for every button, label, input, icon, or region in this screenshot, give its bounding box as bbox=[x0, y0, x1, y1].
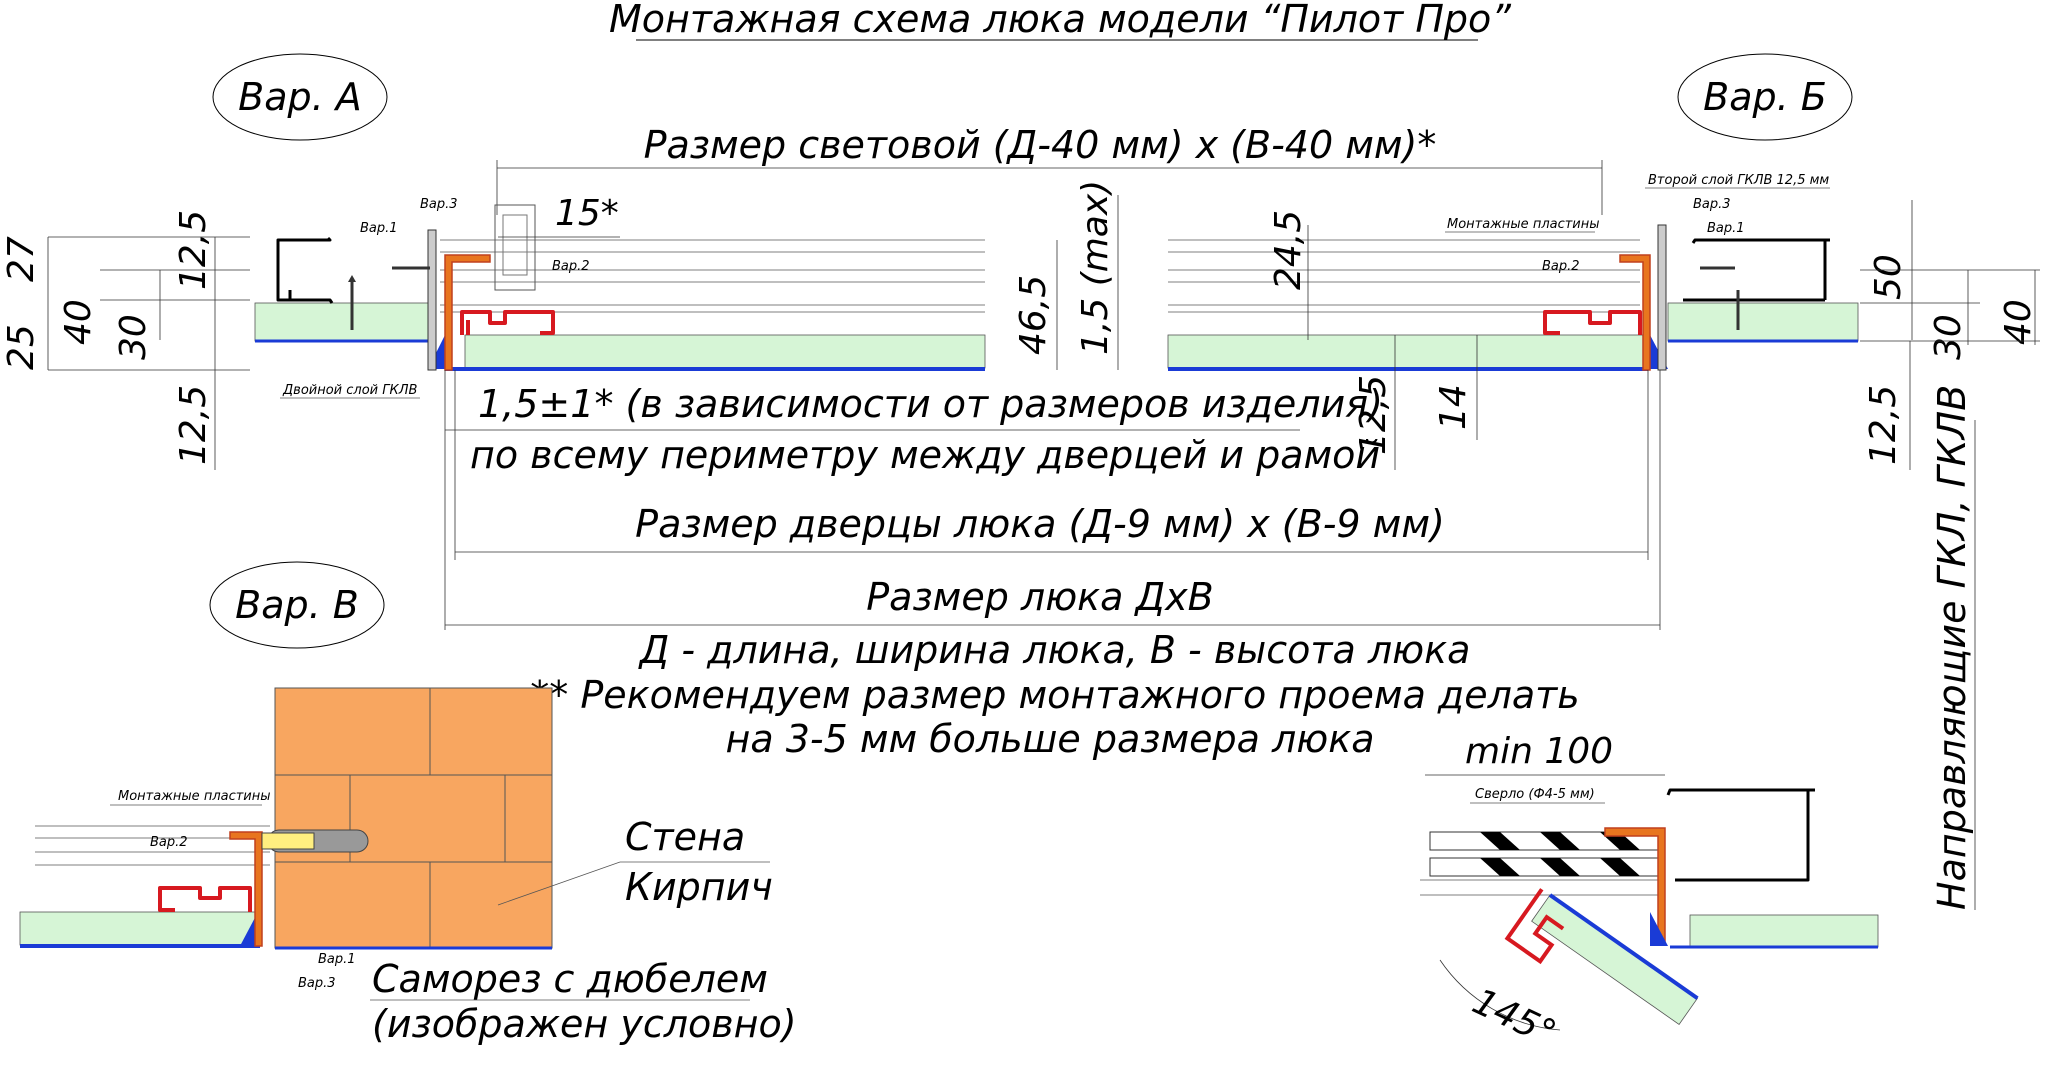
recommend-text-line2: на 3-5 мм больше размера люка bbox=[725, 717, 1374, 761]
right-wall-strip bbox=[1657, 224, 1667, 371]
dim-40-right: 40 bbox=[1998, 299, 2039, 345]
angle-text: 145° bbox=[1466, 981, 1562, 1055]
detail-board bbox=[1689, 914, 1879, 948]
door-board-left bbox=[464, 334, 986, 369]
label-var1-a: Вар.1 bbox=[360, 221, 398, 236]
wall-mount-plate bbox=[229, 831, 263, 947]
label-var3-v: Вар.3 bbox=[298, 976, 336, 991]
label-var2-b: Вар.2 bbox=[1542, 259, 1580, 274]
screw-label-line1: Саморез с дюбелем bbox=[372, 957, 768, 1001]
gap-text-line2: по всему периметру между дверцей и рамой bbox=[470, 433, 1380, 477]
dim-50: 50 bbox=[1868, 254, 1909, 300]
label-var3-b: Вар.3 bbox=[1693, 197, 1731, 212]
right-c-profile bbox=[1683, 238, 1830, 302]
angle-arc bbox=[1439, 959, 1561, 1031]
dim-40-left: 40 bbox=[58, 299, 99, 345]
gap-text-line1: 1,5±1* (в зависимости от размеров издели… bbox=[478, 382, 1383, 426]
label-var3-a: Вар.3 bbox=[420, 197, 458, 212]
left-hinge bbox=[494, 204, 536, 291]
label-drill: Сверло (Ф4-5 мм) bbox=[1475, 787, 1595, 802]
variant-b-label: Вар. Б bbox=[1703, 75, 1827, 119]
variant-v-ellipse bbox=[209, 561, 385, 649]
left-wall-strip bbox=[427, 229, 437, 371]
label-var2-a: Вар.2 bbox=[552, 259, 590, 274]
left-board-a bbox=[254, 302, 436, 342]
wall-red-frame bbox=[158, 886, 252, 912]
dim-14: 14 bbox=[1433, 384, 1474, 430]
hatch-size-text: Размер люка ДхВ bbox=[866, 575, 1214, 619]
screw-label-line2: (изображен условно) bbox=[372, 1002, 797, 1046]
guides-label: Направляющие ГКЛ, ГКЛВ bbox=[1930, 385, 1974, 910]
wall-door-board bbox=[19, 911, 261, 946]
variant-b-ellipse bbox=[1677, 53, 1853, 141]
dim-12-5-a-top: 12,5 bbox=[173, 210, 214, 290]
light-size-text: Размер световой (Д-40 мм) х (В-40 мм)* bbox=[644, 123, 1437, 167]
label-var1-b: Вар.1 bbox=[1707, 221, 1745, 236]
door-size-text: Размер дверцы люка (Д-9 мм) х (В-9 мм) bbox=[635, 502, 1445, 546]
dim-15: 15* bbox=[555, 193, 619, 234]
dim-46-5: 46,5 bbox=[1013, 275, 1054, 355]
drill-bits bbox=[1429, 831, 1661, 877]
label-var1-v: Вар.1 bbox=[318, 952, 356, 967]
legend-text: Д - длина, ширина люка, В - высота люка bbox=[638, 628, 1471, 672]
wall-screw bbox=[261, 832, 315, 850]
label-double-layer: Двойной слой ГКЛВ bbox=[282, 383, 417, 398]
dim-27: 27 bbox=[1, 236, 42, 282]
right-mount-plate bbox=[1619, 254, 1651, 371]
dim-30-left: 30 bbox=[113, 314, 154, 360]
brick-label: Кирпич bbox=[625, 865, 773, 909]
wall-label: Стена bbox=[625, 815, 745, 859]
label-second-layer: Второй слой ГКЛВ 12,5 мм bbox=[1648, 173, 1829, 188]
dim-25: 25 bbox=[1, 324, 42, 370]
label-mount-plates-v: Монтажные пластины bbox=[118, 789, 271, 804]
left-red-frame bbox=[460, 310, 555, 335]
dim-1-5-max: 1,5 (max) bbox=[1075, 180, 1116, 355]
detail-c-profile bbox=[1666, 788, 1815, 882]
label-var2-v: Вар.2 bbox=[150, 835, 188, 850]
right-board-b bbox=[1667, 302, 1859, 342]
diagram-title: Монтажная схема люка модели “Пилот Про” bbox=[609, 0, 1511, 41]
dim-12-5-a-bottom: 12,5 bbox=[173, 385, 214, 465]
left-mount-plate bbox=[444, 254, 491, 371]
dim-30-right: 30 bbox=[1928, 314, 1969, 360]
dim-12-5-right: 12,5 bbox=[1863, 385, 1904, 465]
min-100-text: min 100 bbox=[1465, 731, 1613, 772]
dim-24-5: 24,5 bbox=[1268, 210, 1309, 290]
door-board-right bbox=[1167, 334, 1649, 369]
variant-a-ellipse bbox=[212, 53, 388, 141]
dim-12-5-mid: 12,5 bbox=[1353, 375, 1394, 455]
recommend-text-line1: ** Рекомендуем размер монтажного проема … bbox=[530, 673, 1579, 717]
label-mount-plates-b: Монтажные пластины bbox=[1447, 217, 1600, 232]
opened-door bbox=[1504, 888, 1699, 1026]
variant-a-label: Вар. А bbox=[238, 75, 362, 119]
brick-wall bbox=[274, 687, 553, 950]
variant-v-label: Вар. В bbox=[235, 583, 359, 627]
right-red-frame bbox=[1543, 310, 1642, 335]
left-c-profile bbox=[276, 236, 334, 304]
